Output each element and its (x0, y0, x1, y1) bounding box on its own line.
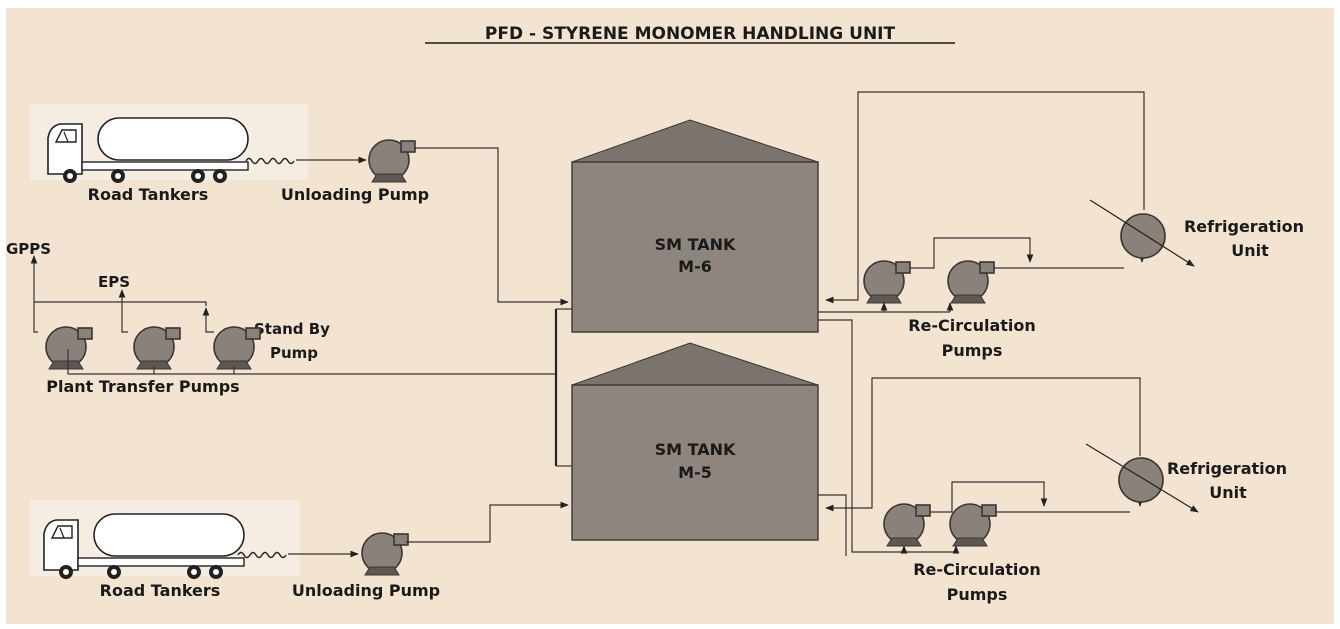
recirc-pump-bottom-2 (949, 503, 997, 547)
flow-unloading-to-m5 (406, 501, 569, 543)
diagram-canvas: PFD - STYRENE MONOMER HANDLING UNIT SM T… (6, 8, 1334, 624)
tank-m6: SM TANK M-6 (571, 119, 819, 333)
flow-unloading-to-m6 (414, 147, 569, 306)
m5-to-recirc-pumps (818, 494, 847, 556)
diagram-title: PFD - STYRENE MONOMER HANDLING UNIT (485, 24, 896, 44)
recirc-pump-bottom-1 (883, 503, 931, 547)
refrig-bottom-label-1: Refrigeration (1167, 459, 1287, 478)
plant-transfer-pumps-label: Plant Transfer Pumps (46, 377, 239, 396)
unloading-pump-bottom (361, 532, 409, 576)
refrig-bottom-label-2: Unit (1209, 483, 1247, 502)
refrigeration-unit-bottom (1118, 457, 1164, 503)
flow-to-gpps (30, 255, 38, 333)
header-line (34, 301, 207, 306)
recirc-pump-top-1 (863, 260, 911, 304)
stand-by-pump (213, 326, 261, 370)
refrig-top-return (825, 91, 1145, 304)
recirc-bottom-label-2: Pumps (947, 585, 1008, 604)
recirc-bottom-label-1: Re-Circulation (913, 560, 1041, 579)
tank-m6-id: M-6 (678, 257, 712, 276)
tank-m6-label: SM TANK (655, 235, 736, 254)
road-tankers-top-label: Road Tankers (88, 185, 209, 204)
recirc-pump-top-2 (947, 260, 995, 304)
road-tanker-top (30, 104, 308, 184)
unloading-pump-top (368, 139, 416, 183)
suction-header (67, 349, 556, 375)
unloading-pump-top-label: Unloading Pump (281, 185, 429, 204)
recirc-top-label-1: Re-Circulation (908, 316, 1036, 335)
tank-m5-id: M-5 (678, 463, 712, 482)
refrig-bottom-slash (1085, 443, 1199, 513)
recirc-top-bypass (910, 237, 1034, 269)
flow-standby (202, 307, 214, 333)
flow-to-eps (118, 289, 128, 333)
recirc-bottom-bypass (930, 481, 1048, 513)
plant-transfer-pump-2 (133, 326, 181, 370)
road-tankers-bottom-label: Road Tankers (100, 581, 221, 600)
refrig-top-slash (1089, 199, 1195, 267)
eps-label: EPS (98, 273, 130, 291)
refrig-bottom-return (825, 377, 1141, 512)
refrig-top-label-1: Refrigeration (1184, 217, 1304, 236)
stand-by-label-1: Stand By (254, 320, 330, 338)
unloading-pump-bottom-label: Unloading Pump (292, 581, 440, 600)
stand-by-label-2: Pump (270, 344, 318, 362)
road-tanker-bottom (30, 500, 300, 580)
tank-m5: SM TANK M-5 (571, 342, 819, 541)
process-flow-diagram: PFD - STYRENE MONOMER HANDLING UNIT SM T… (6, 24, 1304, 604)
tank-m5-label: SM TANK (655, 440, 736, 459)
refrig-top-label-2: Unit (1231, 241, 1269, 260)
gpps-label: GPPS (6, 240, 51, 258)
plant-transfer-pump-1 (45, 326, 93, 370)
recirc-top-label-2: Pumps (942, 341, 1003, 360)
refrigeration-unit-top (1120, 213, 1166, 259)
